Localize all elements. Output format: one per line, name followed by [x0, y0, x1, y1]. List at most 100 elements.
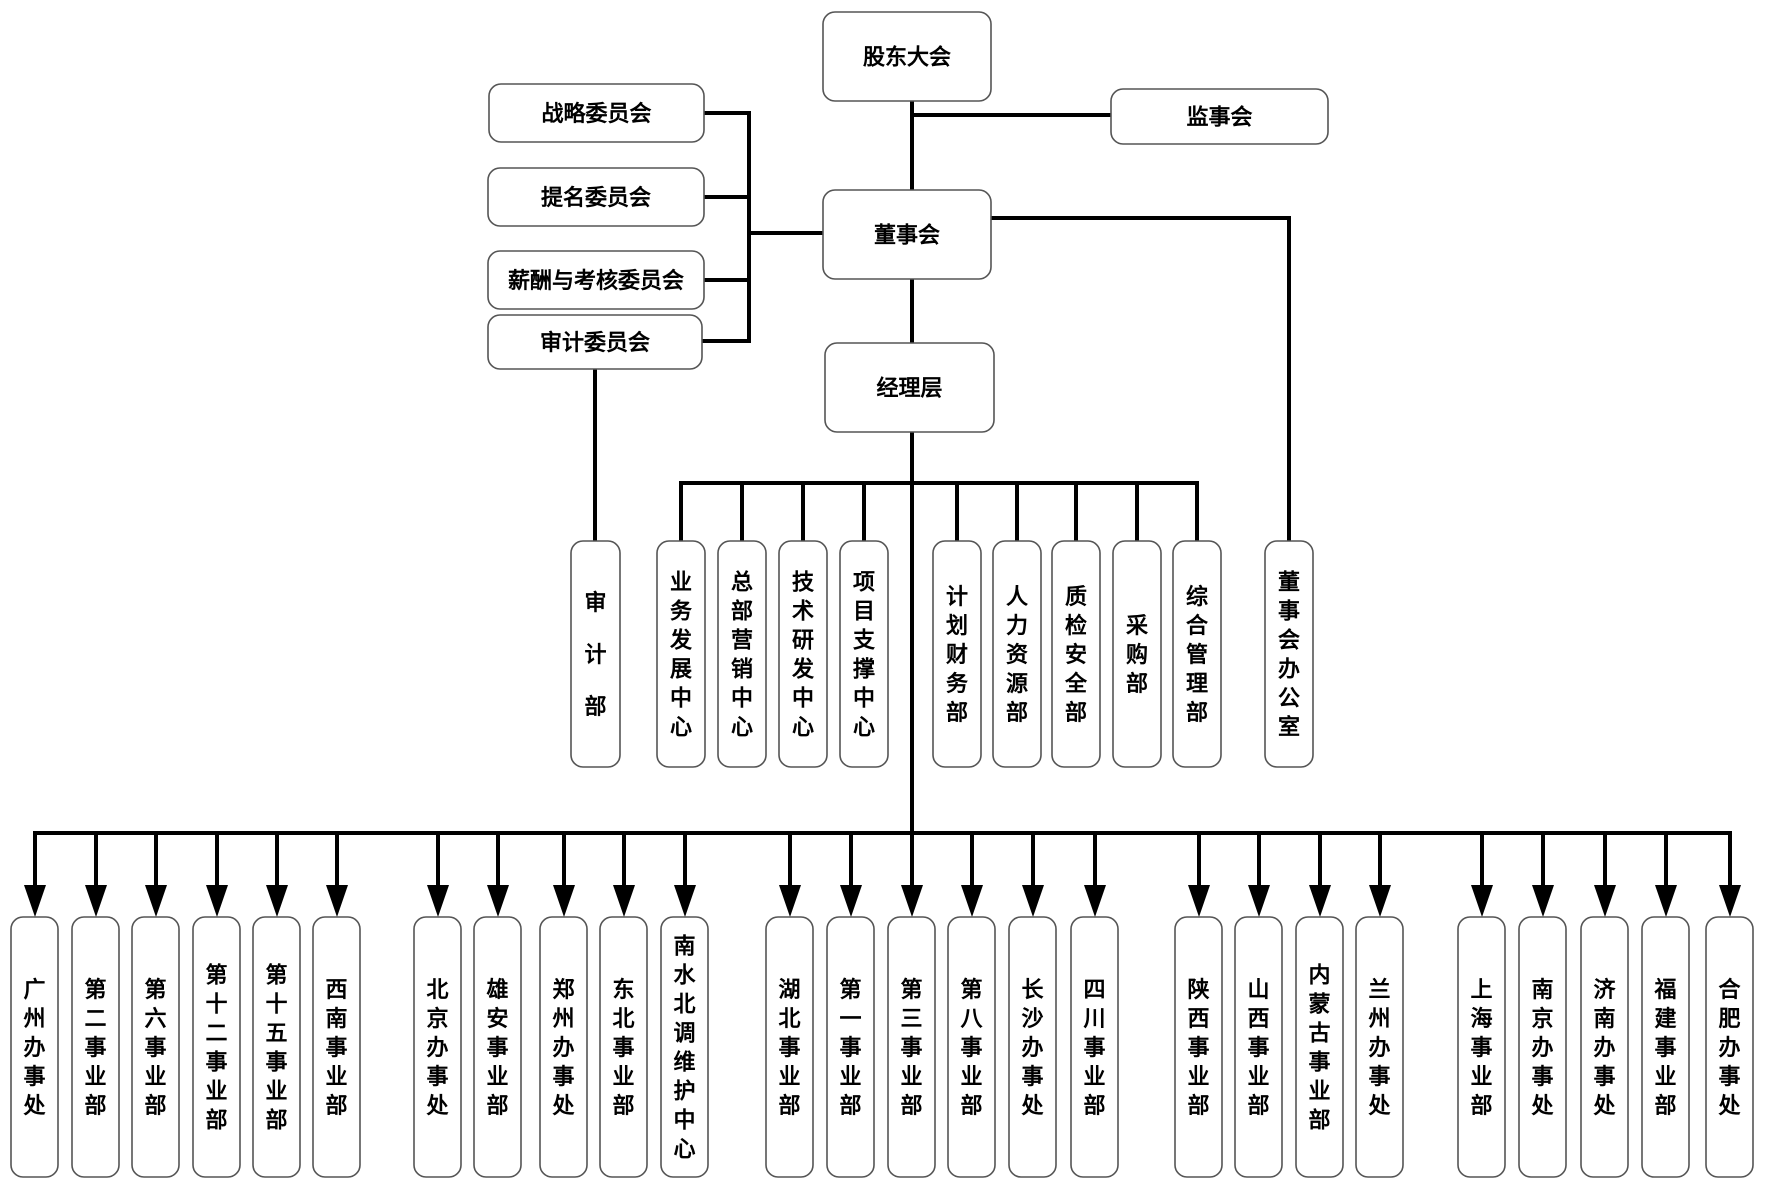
shareholders-meeting[interactable]: 股东大会: [822, 11, 992, 102]
business-unit-3[interactable]: 第十二事业部: [192, 916, 241, 1178]
arrow-down-icon: [1188, 885, 1210, 917]
business-unit-6[interactable]: 北京办事处: [413, 916, 462, 1178]
business-unit-24[interactable]: 福建事业部: [1641, 916, 1690, 1178]
committee-3-label: 审计委员会: [540, 330, 650, 356]
business-unit-14-label: 第八事业部: [960, 977, 983, 1119]
arrow-down-icon: [24, 885, 46, 917]
functional-dept-0-label: 业务发展中心: [669, 571, 693, 741]
business-unit-23[interactable]: 济南办事处: [1580, 916, 1629, 1178]
functional-dept-6[interactable]: 质检安全部: [1051, 540, 1101, 768]
business-unit-7-box: [473, 916, 522, 1178]
functional-dept-4-label: 计划财务部: [946, 585, 969, 726]
arrow-down-icon: [427, 885, 449, 917]
functional-dept-2-box: [778, 540, 828, 768]
business-unit-2-label: 第六事业部: [144, 977, 166, 1119]
functional-dept-3-label: 项目支撑中心: [853, 571, 876, 741]
audit-department-box: [570, 540, 621, 768]
business-unit-12-box: [826, 916, 875, 1178]
business-unit-20-box: [1355, 916, 1404, 1178]
business-unit-2[interactable]: 第六事业部: [131, 916, 180, 1178]
board-office-box: [1264, 540, 1314, 768]
business-unit-1-box: [71, 916, 120, 1178]
business-unit-16-label: 四川事业部: [1082, 978, 1105, 1119]
business-unit-5[interactable]: 西南事业部: [312, 916, 361, 1178]
shareholders-meeting-label: 股东大会: [863, 45, 951, 71]
board-office-label: 董事会办公室: [1278, 571, 1300, 741]
functional-dept-1[interactable]: 总部营销中心: [717, 540, 767, 768]
board-of-supervisors-label: 监事会: [1186, 105, 1252, 131]
audit-department[interactable]: 审计部: [570, 540, 621, 768]
business-unit-18[interactable]: 山西事业部: [1234, 916, 1283, 1178]
business-unit-8[interactable]: 郑州办事处: [539, 916, 588, 1178]
business-unit-11[interactable]: 湖北事业部: [765, 916, 814, 1178]
business-unit-8-box: [539, 916, 588, 1178]
committee-2-box: [487, 250, 705, 310]
business-unit-13[interactable]: 第三事业部: [887, 916, 936, 1178]
business-unit-16[interactable]: 四川事业部: [1070, 916, 1119, 1178]
business-unit-6-box: [413, 916, 462, 1178]
functional-dept-8-label: 综合管理部: [1186, 584, 1209, 726]
committee-3[interactable]: 审计委员会: [487, 314, 703, 370]
business-unit-5-label: 西南事业部: [325, 978, 347, 1119]
arrow-down-icon: [779, 885, 801, 917]
business-unit-3-box: [192, 916, 241, 1178]
committee-2[interactable]: 薪酬与考核委员会: [487, 250, 705, 310]
audit-department-label: 审计部: [584, 590, 606, 720]
business-unit-11-label: 湖北事业部: [778, 978, 800, 1119]
functional-dept-0[interactable]: 业务发展中心: [656, 540, 706, 768]
business-unit-22[interactable]: 南京办事处: [1518, 916, 1567, 1178]
committee-1-label: 提名委员会: [541, 185, 651, 211]
business-unit-0[interactable]: 广州办事处: [10, 916, 59, 1178]
arrow-down-icon: [1084, 885, 1106, 917]
board-of-directors-label: 董事会: [874, 223, 940, 249]
business-unit-19-box: [1295, 916, 1344, 1178]
arrow-down-icon: [145, 885, 167, 917]
functional-dept-0-box: [656, 540, 706, 768]
business-unit-10[interactable]: 南水北调维护中心: [660, 916, 709, 1178]
business-unit-24-label: 福建事业部: [1653, 978, 1676, 1119]
functional-dept-7[interactable]: 采购部: [1112, 540, 1162, 768]
board-office-connector: [989, 216, 1291, 543]
connectors: [24, 99, 1741, 917]
functional-dept-5[interactable]: 人力资源部: [992, 540, 1042, 768]
business-unit-14[interactable]: 第八事业部: [947, 916, 996, 1178]
business-unit-1[interactable]: 第二事业部: [71, 916, 120, 1178]
business-unit-12[interactable]: 第一事业部: [826, 916, 875, 1178]
committee-2-label: 薪酬与考核委员会: [508, 268, 684, 294]
business-unit-7[interactable]: 雄安事业部: [473, 916, 522, 1178]
committee-1[interactable]: 提名委员会: [487, 167, 705, 227]
business-unit-17-box: [1174, 916, 1223, 1178]
functional-dept-6-box: [1051, 540, 1101, 768]
functional-dept-4[interactable]: 计划财务部: [932, 540, 982, 768]
functional-dept-8-box: [1172, 540, 1222, 768]
business-unit-4[interactable]: 第十五事业部: [252, 916, 301, 1178]
business-unit-15[interactable]: 长沙办事处: [1008, 916, 1057, 1178]
board-of-directors[interactable]: 董事会: [822, 189, 992, 280]
management[interactable]: 经理层: [824, 342, 995, 433]
board-of-directors-box: [822, 189, 992, 280]
business-unit-23-label: 济南办事处: [1592, 977, 1616, 1119]
business-unit-0-label: 广州办事处: [22, 977, 45, 1119]
committee-0[interactable]: 战略委员会: [488, 83, 705, 143]
arrow-down-icon: [1309, 885, 1331, 917]
business-unit-9[interactable]: 东北事业部: [599, 916, 648, 1178]
committee-0-box: [488, 83, 705, 143]
business-unit-25[interactable]: 合肥办事处: [1705, 916, 1754, 1178]
functional-dept-5-label: 人力资源部: [1006, 585, 1028, 726]
business-unit-19[interactable]: 内蒙古事业部: [1295, 916, 1344, 1178]
business-unit-5-box: [312, 916, 361, 1178]
arrow-down-icon: [1719, 885, 1741, 917]
functional-dept-8[interactable]: 综合管理部: [1172, 540, 1222, 768]
functional-dept-3[interactable]: 项目支撑中心: [839, 540, 889, 768]
functional-dept-4-box: [932, 540, 982, 768]
arrow-down-icon: [266, 885, 288, 917]
board-office[interactable]: 董事会办公室: [1264, 540, 1314, 768]
functional-dept-2[interactable]: 技术研发中心: [778, 540, 828, 768]
business-unit-18-box: [1234, 916, 1283, 1178]
board-of-supervisors[interactable]: 监事会: [1110, 88, 1329, 145]
business-unit-20[interactable]: 兰州办事处: [1355, 916, 1404, 1178]
arrow-down-icon: [326, 885, 348, 917]
business-unit-17[interactable]: 陕西事业部: [1174, 916, 1223, 1178]
business-unit-13-box: [887, 916, 936, 1178]
business-unit-21[interactable]: 上海事业部: [1457, 916, 1506, 1178]
